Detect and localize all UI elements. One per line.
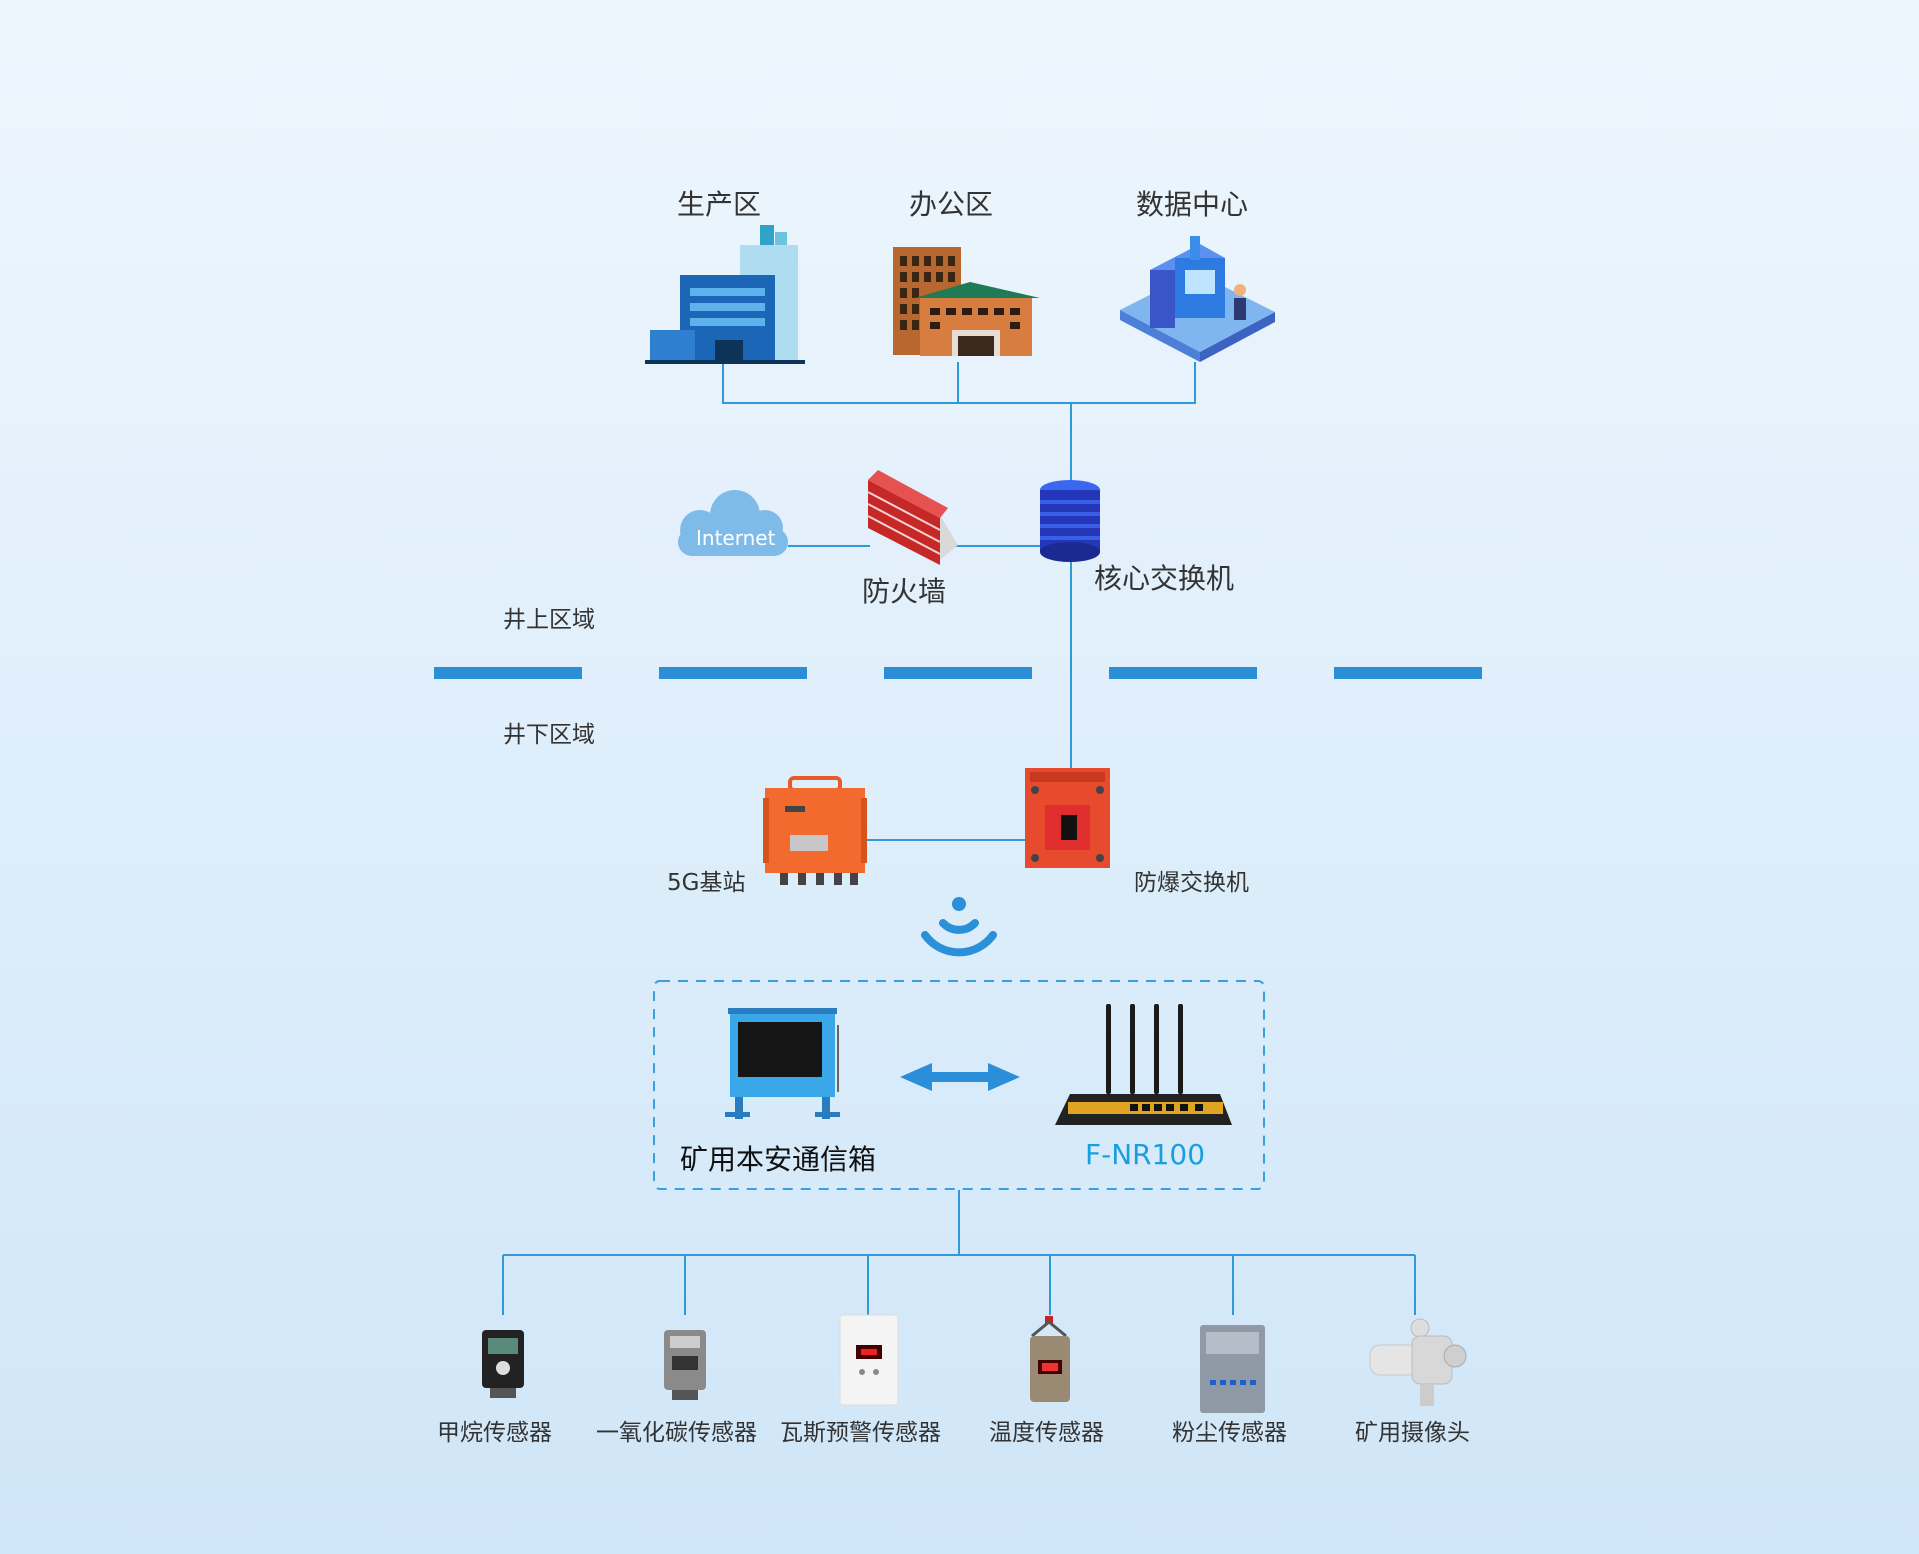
factory-icon [645,225,805,364]
office-zone-label: 办公区 [909,188,994,221]
data-center-label: 数据中心 [1136,188,1249,221]
co-sensor-icon [664,1330,706,1400]
explosion-proof-switch-icon [1025,768,1110,868]
gas-alarm-sensor-icon [839,1314,899,1406]
sensor-label-co: 一氧化碳传感器 [596,1420,757,1446]
temperature-sensor-icon [1030,1316,1070,1402]
sensor-label-dust: 粉尘传感器 [1172,1420,1287,1446]
sensor-label-methane: 甲烷传感器 [437,1420,552,1446]
comm-box-container [653,980,1265,1190]
base-station-label: 5G基站 [667,870,746,896]
explosion-switch-label: 防爆交换机 [1134,870,1249,896]
router-icon [1055,1004,1232,1125]
mining-camera-icon [1369,1318,1467,1406]
cloud-icon [678,490,788,556]
router-model-label: F-NR100 [1085,1138,1206,1171]
zone-divider [434,667,1482,679]
sensor-label-temperature: 温度传感器 [989,1420,1104,1446]
connection-lines [502,362,1416,1315]
office-building-icon [893,247,1040,356]
core-switch-icon [1040,480,1100,562]
internet-label: Internet [696,526,776,550]
dust-sensor-icon [1200,1325,1265,1413]
above-ground-zone-label: 井上区域 [503,607,595,633]
wifi-signal-icon [921,897,997,957]
sensor-label-camera: 矿用摄像头 [1355,1420,1470,1446]
comm-box-label: 矿用本安通信箱 [680,1143,877,1176]
data-center-icon [1120,236,1275,362]
firewall-label: 防火墙 [862,575,947,608]
bidirectional-arrow-icon [900,1063,1020,1091]
base-station-icon [763,776,867,885]
methane-sensor-icon [482,1330,524,1398]
firewall-icon [867,470,958,565]
core-switch-label: 核心交换机 [1094,562,1235,595]
production-zone-label: 生产区 [677,188,762,221]
comm-box-icon [725,1008,840,1119]
underground-zone-label: 井下区域 [503,722,595,748]
sensor-label-gas-alarm: 瓦斯预警传感器 [780,1420,941,1446]
